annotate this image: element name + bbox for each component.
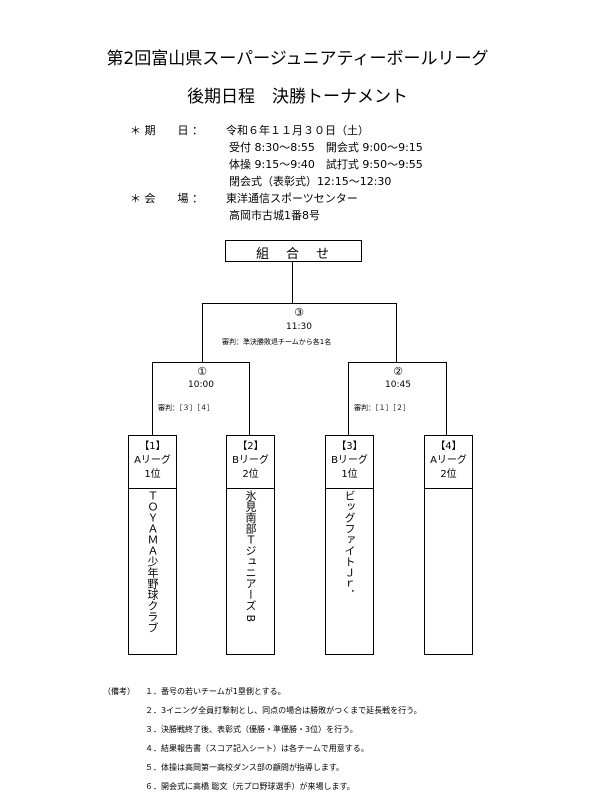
schedule-line-1: 受付 8:30～8:55 開会式 9:00～9:15	[229, 141, 423, 154]
team-seed: 【3】	[336, 441, 363, 452]
date-value: 令和６年１１月３０日（土）	[226, 124, 369, 137]
team-league: Aリーグ	[430, 455, 467, 466]
connector-heading	[292, 261, 293, 303]
team-name: ビッグファイトＪｒ．	[343, 490, 356, 600]
team-name: ＴＯＹＡＭＡ少年野球クラブ	[146, 490, 159, 633]
team-league: Bリーグ	[331, 455, 368, 466]
semi2-referee: 審判：［１］［２］	[354, 404, 410, 412]
team-separator	[227, 488, 274, 489]
team-box-4: 【4】 Aリーグ 2位	[424, 435, 473, 655]
note-item-6: ６．開会式に高橋 聡文（元プロ野球選手）が来場します。	[145, 782, 355, 791]
team-rank: 1位	[341, 469, 358, 480]
team-box-2: 【2】 Bリーグ 2位 氷見南部Ｔジュニアーズ B	[226, 435, 275, 655]
team-seed: 【1】	[139, 441, 166, 452]
venue-name: 東洋通信スポーツセンター	[226, 192, 358, 205]
note-item-4: ４．結果報告書（スコア記入シート）は各チームで用意する。	[145, 744, 369, 753]
team-separator	[129, 488, 176, 489]
semi2-marker: ②	[393, 365, 403, 378]
team-seed: 【4】	[435, 441, 462, 452]
note-item-1: １．番号の若いチームが1塁側とする。	[145, 687, 286, 696]
team-box-1: 【1】 Aリーグ 1位 ＴＯＹＡＭＡ少年野球クラブ	[128, 435, 177, 655]
final-right-drop	[396, 303, 397, 363]
note-item-3: ３．決勝戦終了後、表彰式（優勝・準優勝・3位）を行う。	[145, 725, 358, 734]
final-left-drop	[202, 303, 203, 363]
final-marker: ③	[294, 306, 304, 319]
semi1-left-drop	[152, 362, 153, 436]
date-label: ＊ 期 日 ：	[130, 124, 203, 137]
team-rank: 2位	[242, 469, 259, 480]
semi2-time: 10:45	[385, 380, 411, 390]
team-league: Bリーグ	[232, 455, 269, 466]
final-time: 11:30	[286, 322, 312, 332]
final-referee: 審判：準決勝敗退チームから各1名	[222, 338, 332, 346]
note-item-2: ２．3イニング全員打撃制とし、同点の場合は勝敗がつくまで延長戦を行う。	[145, 706, 422, 715]
team-name: 氷見南部Ｔジュニアーズ B	[244, 490, 257, 623]
venue-label: ＊ 会 場 ：	[130, 192, 203, 205]
semi1-hline	[152, 362, 250, 363]
notes-label: （備考）	[103, 687, 135, 696]
note-item-5: ５．体操は高岡第一高校ダンス部の顧問が指導します。	[145, 763, 345, 772]
semi1-referee: 審判：［３］［４］	[158, 404, 214, 412]
semi2-hline	[348, 362, 447, 363]
document-title: 第2回富山県スーパージュニアティーボールリーグ	[106, 49, 489, 69]
team-league: Aリーグ	[134, 455, 171, 466]
schedule-line-3: 閉会式（表彰式）12:15～12:30	[229, 175, 392, 188]
team-seed: 【2】	[237, 441, 264, 452]
team-separator	[425, 488, 472, 489]
venue-address: 高岡市古城1番8号	[229, 209, 320, 222]
document-subtitle: 後期日程 決勝トーナメント	[187, 87, 408, 107]
semi2-right-drop	[446, 362, 447, 436]
team-separator	[326, 488, 373, 489]
bracket-heading-box	[225, 240, 362, 262]
semi1-right-drop	[249, 362, 250, 436]
semi1-marker: ①	[197, 365, 207, 378]
schedule-line-2: 体操 9:15～9:40 試打式 9:50～9:55	[229, 158, 423, 171]
team-rank: 2位	[440, 469, 457, 480]
team-box-3: 【3】 Bリーグ 1位 ビッグファイトＪｒ．	[325, 435, 374, 655]
semi2-left-drop	[348, 362, 349, 436]
bracket-heading: 組 合 せ	[255, 247, 331, 262]
team-rank: 1位	[144, 469, 161, 480]
final-hline	[202, 303, 397, 304]
semi1-time: 10:00	[188, 380, 214, 390]
